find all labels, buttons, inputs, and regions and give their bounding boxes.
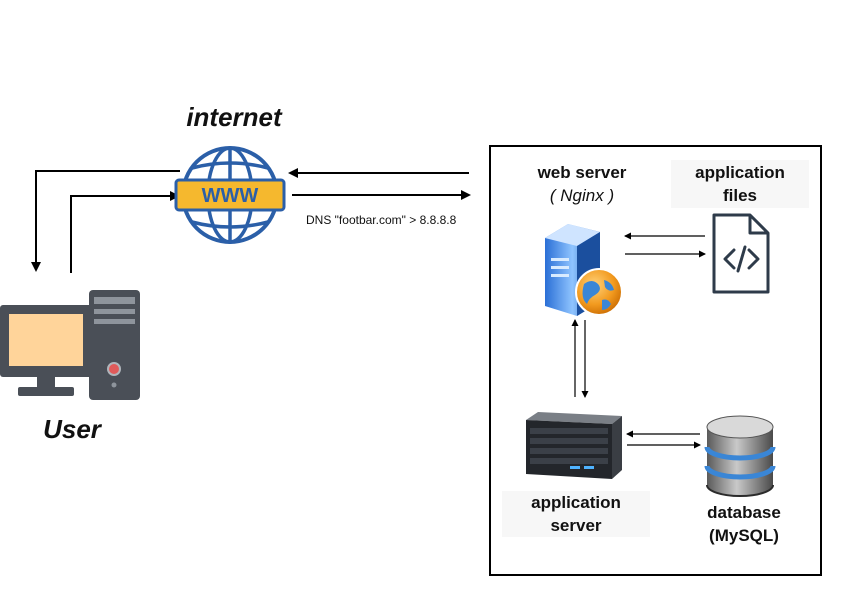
dns-label: DNS "footbar.com" > 8.8.8.8: [306, 213, 457, 227]
nginx-label: ( Nginx ): [549, 186, 615, 205]
user-label: User: [43, 414, 101, 444]
app-server-label-line1: application: [531, 493, 621, 512]
rack-server-icon: [526, 412, 622, 479]
code-file-icon: [712, 213, 770, 294]
app-files-label-bg: [671, 160, 809, 208]
www-text: WWW: [202, 185, 259, 207]
app-server-label-line2: server: [550, 516, 602, 535]
app-files-label-line2: files: [722, 186, 758, 205]
database-label-line1: database: [707, 503, 781, 522]
desktop-computer-icon: [0, 290, 140, 400]
internet-to-user-arrow: [31, 170, 180, 272]
server-cluster-box: [489, 145, 822, 576]
web-server-label: web server: [537, 163, 627, 182]
internet-label: internet: [186, 102, 282, 132]
globe-www-icon: WWW: [174, 146, 286, 244]
app-server-label-bg: [502, 491, 650, 537]
database-label-line2: (MySQL): [709, 526, 779, 545]
user-to-internet-arrow: [70, 191, 180, 273]
database-icon: [704, 415, 776, 497]
app-files-label-line1: application: [695, 163, 785, 182]
server-globe-icon: [545, 224, 623, 316]
